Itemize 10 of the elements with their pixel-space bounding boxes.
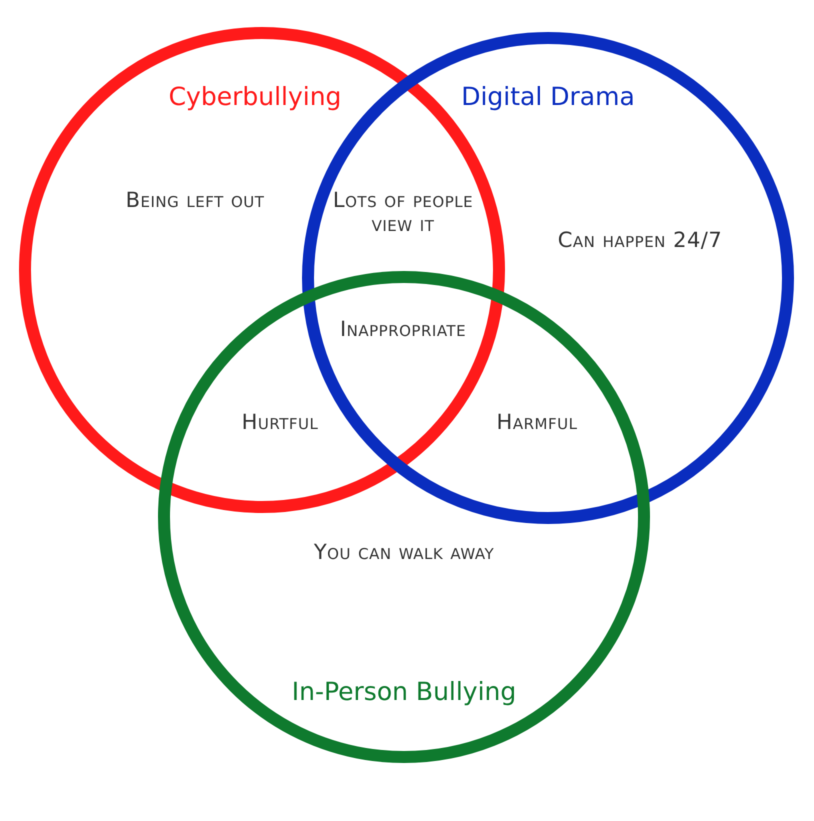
region-label: Inappropriate (340, 317, 466, 341)
circle-title: Digital Drama (461, 82, 635, 111)
region-label: Can happen 24/7 (558, 228, 722, 252)
region-label: You can walk away (314, 540, 494, 564)
circle-title: Cyberbullying (168, 82, 342, 111)
region-label: Hurtful (242, 410, 318, 434)
region-label: Harmful (496, 410, 578, 434)
circle-title: In-Person Bullying (292, 677, 516, 706)
region-label: Being left out (126, 188, 264, 212)
region-label: Lots of people view it (332, 188, 474, 236)
